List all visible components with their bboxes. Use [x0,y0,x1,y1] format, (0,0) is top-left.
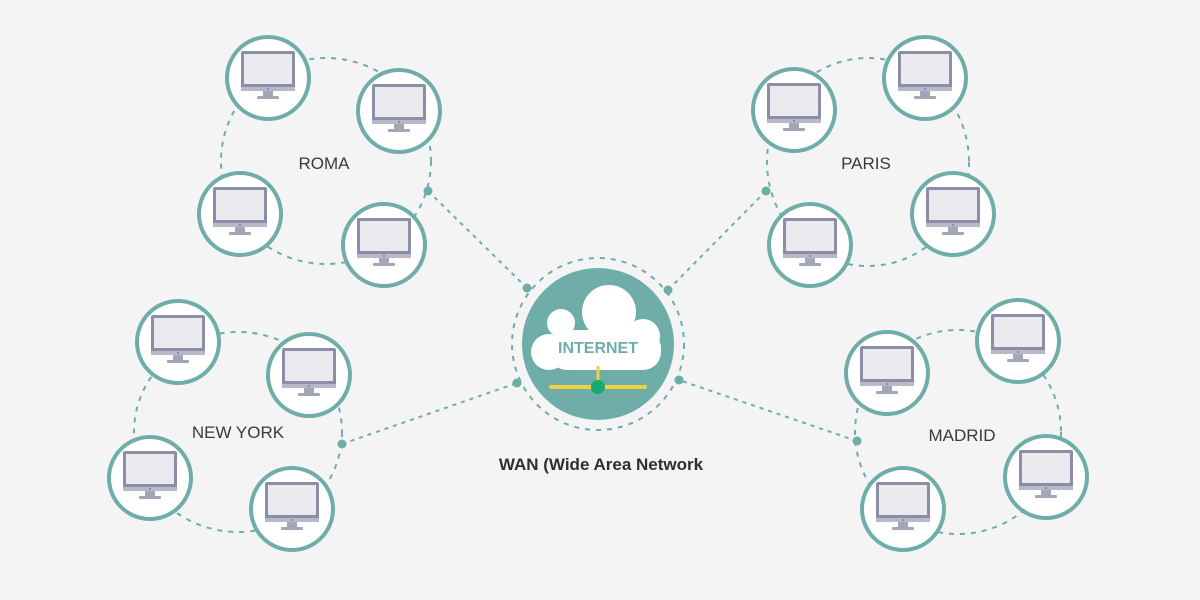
cloud-icon [531,285,661,370]
cloud-label: INTERNET [558,340,638,357]
ring-paris [766,57,970,267]
dot-new-york-ring [337,439,347,449]
dot-roma-center [522,283,532,293]
cluster-label-roma: ROMA [299,154,351,173]
cluster-label-paris: PARIS [841,154,891,173]
computer-node [860,466,946,552]
ring-roma [220,57,432,265]
link-roma [427,190,528,289]
computer-node [751,67,837,153]
computer-node [356,68,442,154]
cluster-label-new-york: NEW YORK [192,423,285,442]
computer-nodes [107,35,1089,552]
cluster-rings [133,57,1062,535]
ring-new-york [133,331,343,533]
wan-links [341,190,858,445]
link-madrid [678,379,858,442]
link-paris [667,190,767,291]
dot-paris-center [663,285,673,295]
computer-node [1003,434,1089,520]
computer-node [975,298,1061,384]
router-bus-icon [549,366,647,394]
computer-node [341,202,427,288]
computer-node [225,35,311,121]
computer-node [266,332,352,418]
computer-node [910,171,996,257]
hub-outer-ring [511,257,685,431]
diagram-title: WAN (Wide Area Network [499,455,704,474]
computer-node [107,435,193,521]
computer-node [135,299,221,385]
dot-roma-ring [423,186,433,196]
computer-node [197,171,283,257]
computer-node [882,35,968,121]
internet-hub: INTERNET [511,257,685,431]
computer-node [249,466,335,552]
computer-node [767,202,853,288]
ring-madrid [854,329,1062,535]
cluster-label-madrid: MADRID [928,426,995,445]
dot-paris-ring [761,186,771,196]
computer-node [844,330,930,416]
labels: ROMA PARIS NEW YORK MADRID WAN (Wide Are… [192,154,996,474]
dot-madrid-ring [852,436,862,446]
link-new-york [341,382,518,445]
